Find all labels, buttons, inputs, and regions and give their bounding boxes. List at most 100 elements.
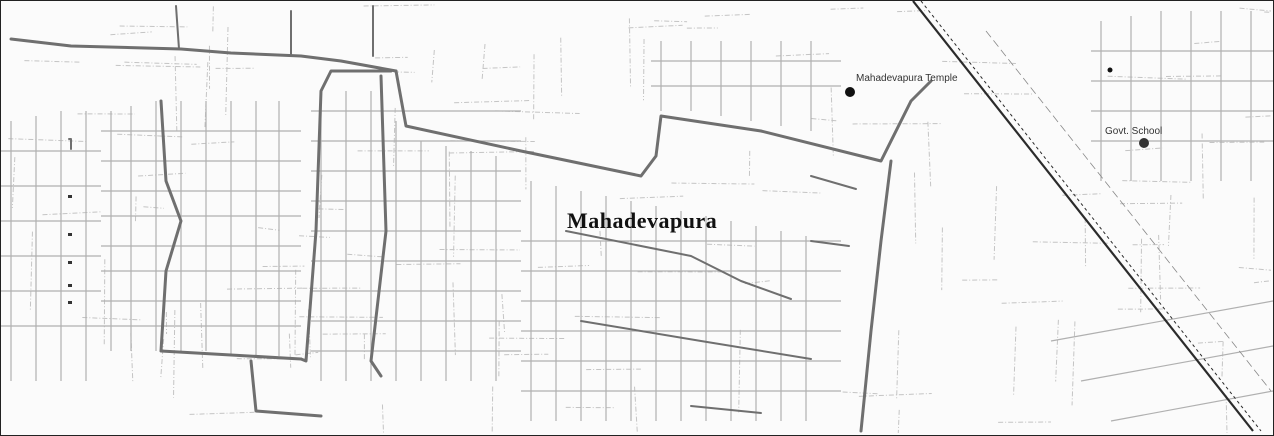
minor-street	[42, 211, 101, 216]
school-marker-icon[interactable]	[1139, 138, 1149, 148]
residential-blocks	[1, 11, 1273, 422]
minor-street	[119, 25, 188, 28]
minor-street	[82, 316, 142, 321]
minor-street	[1001, 300, 1063, 304]
minor-street	[1062, 193, 1101, 196]
minor-street	[1125, 147, 1163, 152]
landmark-temple-label: Mahadevapura Temple	[856, 73, 958, 84]
minor-street	[1221, 341, 1224, 378]
minor-street	[1245, 115, 1272, 118]
minor-street	[1158, 234, 1162, 300]
minor-street	[1032, 241, 1110, 244]
minor-street	[927, 121, 932, 187]
landmark-temple[interactable]: Mahadevapura Temple	[845, 73, 958, 97]
minor-street	[174, 56, 178, 133]
minor-street	[1253, 280, 1272, 284]
minor-street	[115, 64, 201, 68]
minor-street	[481, 43, 486, 81]
temple-marker-icon[interactable]	[845, 87, 855, 97]
minor-street	[318, 208, 348, 211]
minor-street	[160, 339, 165, 378]
minor-street	[189, 411, 268, 415]
minor-street	[654, 20, 688, 23]
minor-street	[1140, 238, 1143, 313]
minor-street	[225, 27, 229, 115]
minor-street	[138, 172, 186, 177]
minor-street	[671, 182, 755, 185]
minor-street	[599, 230, 602, 258]
minor-street	[1107, 75, 1187, 80]
minor-street	[1197, 340, 1225, 344]
area-label: Mahadevapura	[567, 208, 717, 233]
minor-street	[1119, 202, 1183, 205]
minor-street	[452, 282, 456, 356]
minor-street	[942, 60, 1016, 65]
minor-street	[1194, 40, 1221, 45]
minor-street	[381, 404, 385, 434]
minor-street	[29, 231, 33, 311]
minor-street	[11, 157, 16, 209]
minor-street	[200, 302, 204, 370]
main-roads	[9, 5, 933, 433]
minor-street	[941, 227, 943, 291]
minor-street	[1201, 133, 1204, 201]
minor-street	[1239, 7, 1272, 12]
minor-street	[8, 138, 87, 143]
minor-street	[173, 310, 176, 398]
minor-street	[24, 60, 80, 63]
minor-street	[124, 61, 197, 65]
landmark-school[interactable]: Govt. School	[1105, 126, 1162, 148]
minor-street	[117, 133, 185, 138]
minor-street	[1167, 194, 1172, 246]
minor-street	[858, 392, 932, 397]
minor-street	[1225, 395, 1228, 434]
minor-street	[130, 333, 134, 382]
minor-street	[288, 333, 292, 368]
minor-streets	[8, 4, 1272, 434]
minor-street	[1055, 319, 1059, 382]
minor-street	[1166, 75, 1222, 77]
minor-street	[347, 253, 384, 258]
minor-street	[1071, 321, 1076, 406]
minor-street	[775, 53, 830, 57]
minor-street	[704, 13, 750, 17]
minor-street	[375, 56, 408, 59]
minor-street	[842, 391, 878, 395]
minor-street	[454, 100, 530, 104]
minor-street	[619, 195, 684, 200]
minor-street	[299, 316, 383, 318]
minor-street	[560, 37, 563, 97]
minor-street	[628, 24, 683, 29]
minor-street	[913, 172, 917, 244]
minor-street	[993, 186, 998, 260]
minor-street	[103, 259, 106, 347]
minor-street	[448, 151, 451, 229]
point-marker-icon	[1107, 67, 1113, 73]
boundary-markers	[68, 195, 72, 304]
minor-street	[143, 206, 165, 209]
minor-street	[643, 38, 645, 101]
minor-street	[258, 227, 280, 231]
minor-street	[574, 315, 660, 319]
minor-street	[1238, 267, 1272, 271]
minor-street	[830, 7, 864, 10]
minor-street	[393, 107, 396, 168]
minor-street	[896, 330, 900, 399]
minor-street	[191, 141, 235, 145]
minor-street	[363, 4, 435, 7]
minor-street	[227, 287, 303, 290]
minor-street	[396, 263, 461, 266]
minor-street	[628, 18, 632, 88]
railway-line	[912, 1, 1272, 432]
minor-street	[482, 66, 521, 69]
minor-street	[294, 269, 297, 357]
minor-street	[134, 196, 137, 222]
minor-street	[1122, 180, 1192, 183]
minor-street	[491, 386, 494, 434]
minor-street	[501, 294, 506, 333]
minor-street	[431, 49, 435, 83]
minor-street	[830, 87, 834, 158]
minor-street	[212, 6, 214, 33]
